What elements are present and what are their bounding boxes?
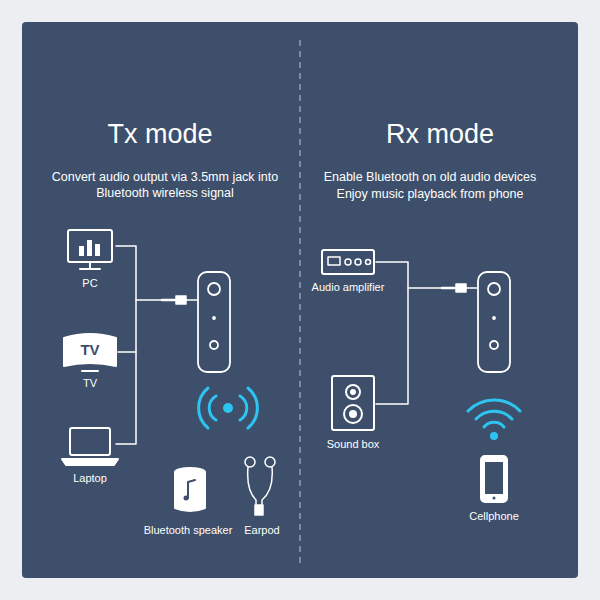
tv-icon (64, 334, 116, 371)
laptop-icon (62, 428, 118, 465)
mode-title: Rx mode (386, 118, 494, 152)
device-label: Laptop (73, 472, 107, 486)
divider (299, 40, 300, 568)
device-label: Sound box (327, 438, 380, 452)
earpod-icon (245, 457, 275, 515)
device-label: Audio amplifier (312, 281, 385, 295)
mode-description: Enable Bluetooth on old audio devices (324, 170, 537, 186)
device-label: Earpod (244, 524, 279, 538)
output-wires (376, 262, 442, 404)
mode-description: Enjoy music playback from phone (337, 187, 524, 203)
wireless-signal (199, 388, 258, 428)
screen-text: TV (80, 341, 99, 360)
device-label: TV (83, 377, 97, 391)
transmitter-device (198, 272, 230, 372)
sound-box-icon (332, 376, 374, 430)
pc-icon (68, 230, 112, 269)
mode-description: Convert audio output via 3.5mm jack into… (49, 170, 281, 201)
cellphone-icon (481, 456, 507, 502)
device-label: PC (82, 277, 97, 291)
bluetooth-speaker-icon (175, 468, 205, 511)
receiver-device (478, 272, 510, 372)
wireless-signal (468, 400, 520, 440)
audio-jack (162, 296, 198, 304)
amplifier-icon (322, 250, 374, 274)
panel (22, 22, 578, 578)
audio-jack (442, 284, 478, 292)
input-wires (116, 246, 162, 444)
device-label: Cellphone (469, 510, 519, 524)
device-label: Bluetooth speaker (144, 524, 233, 538)
mode-title: Tx mode (107, 118, 212, 152)
